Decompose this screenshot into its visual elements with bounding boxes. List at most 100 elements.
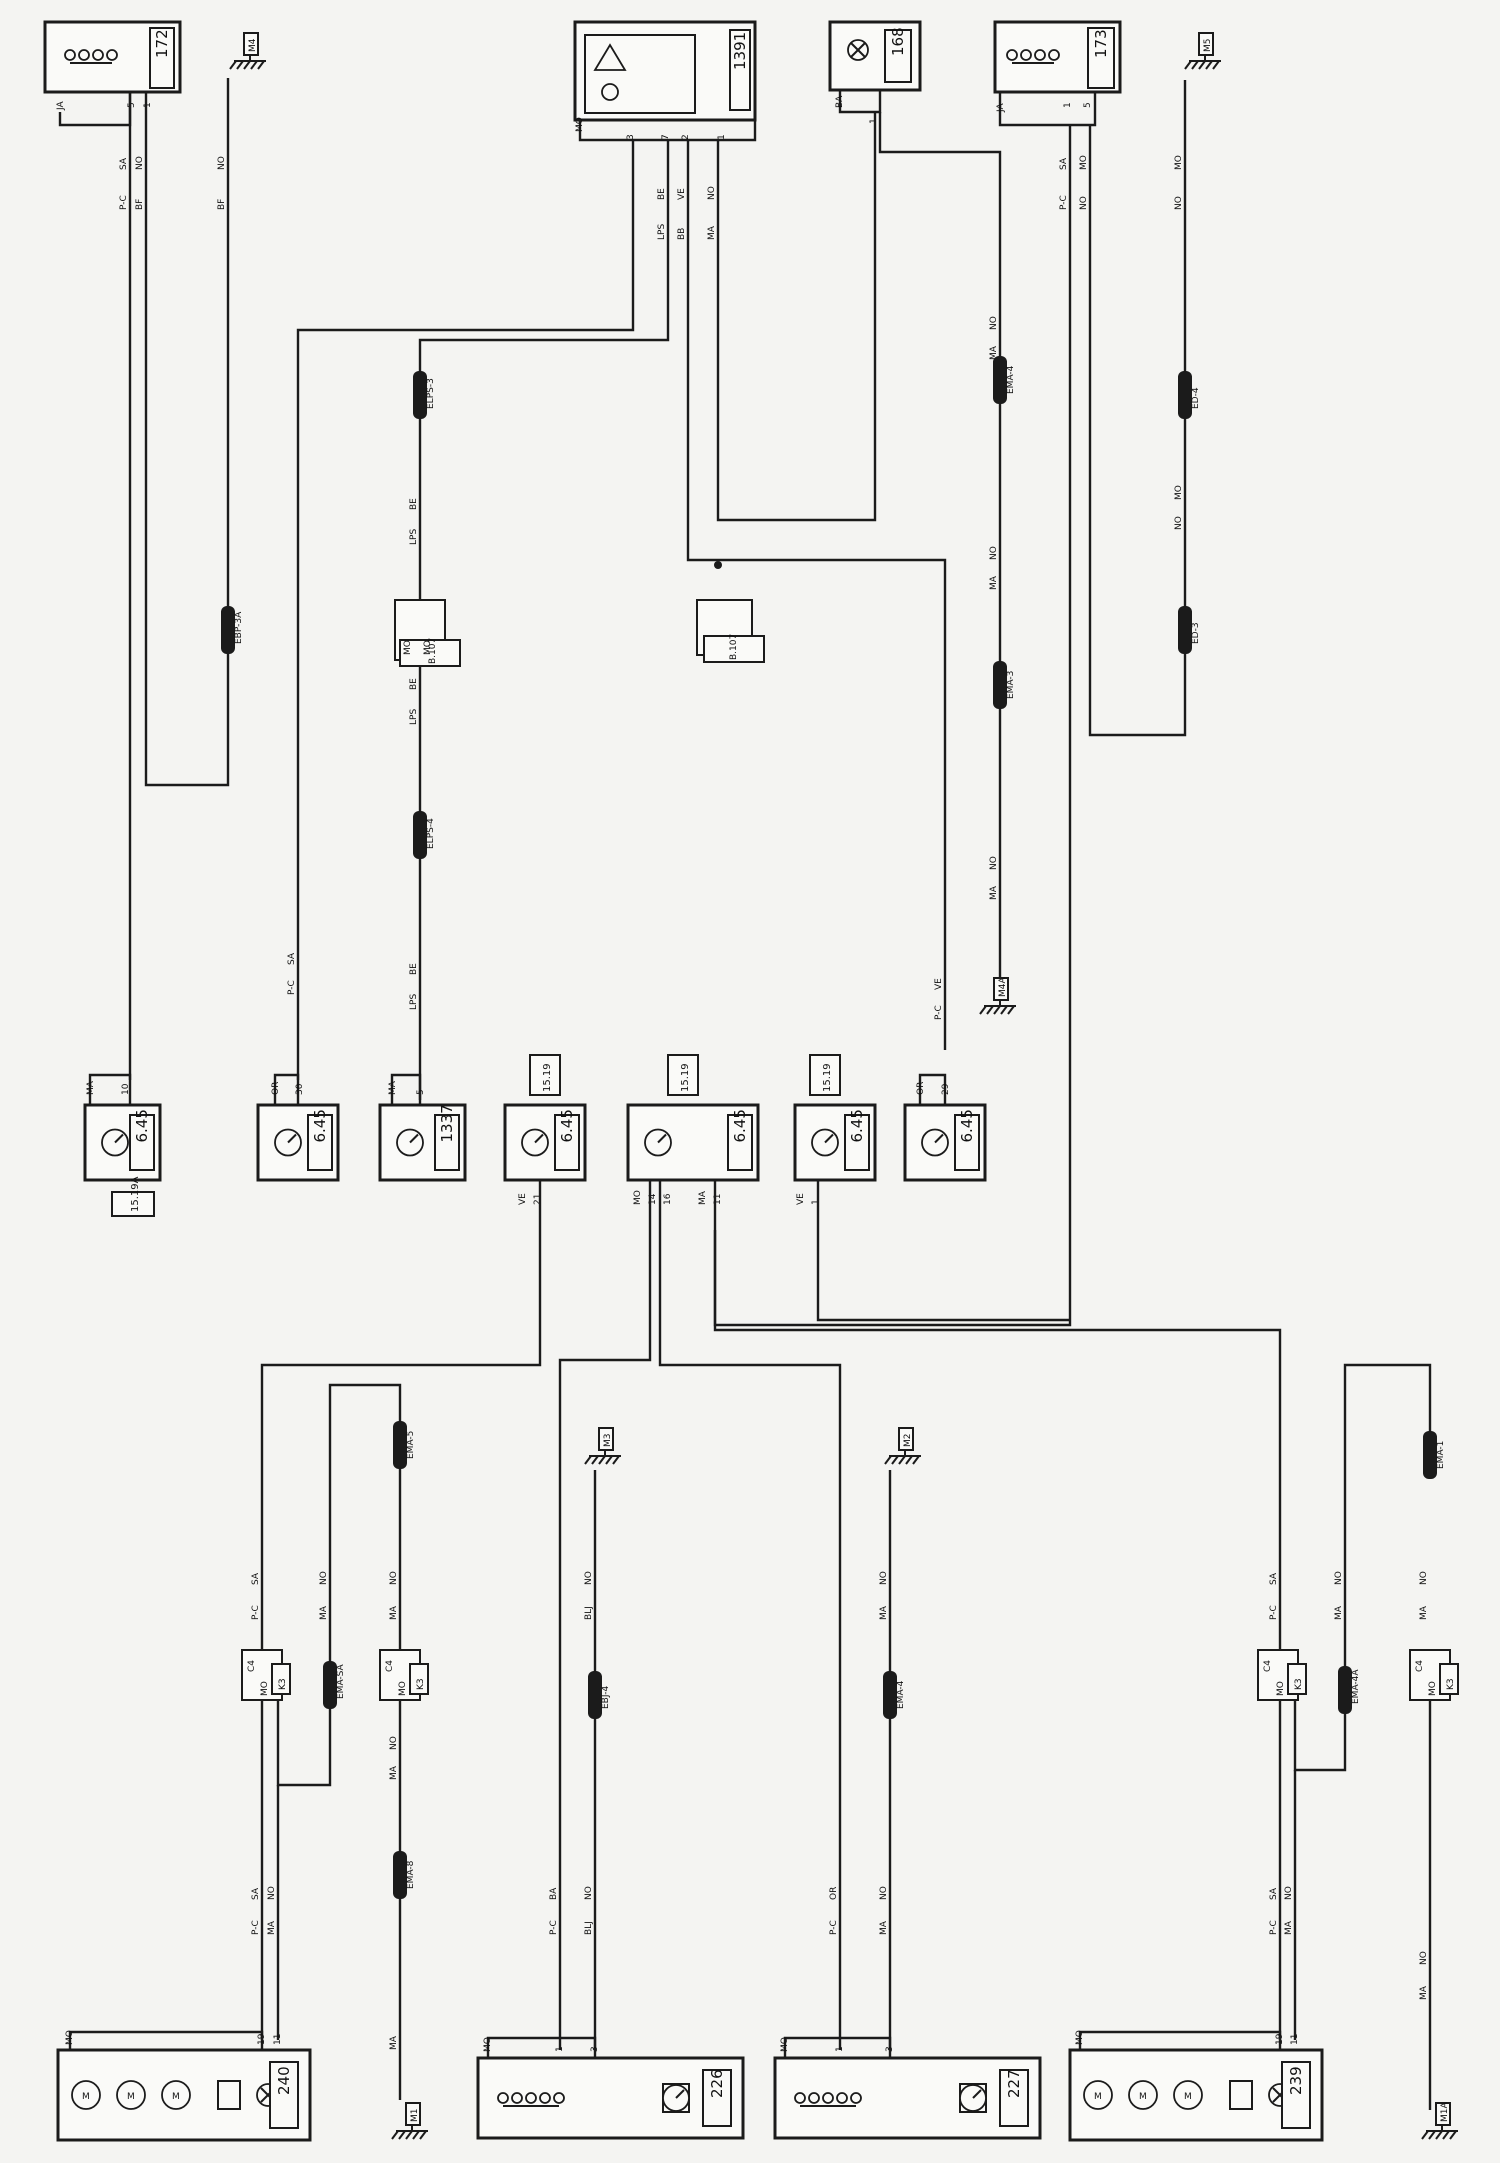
relay-id-text: K3 bbox=[278, 1678, 288, 1690]
wire bbox=[418, 140, 670, 1080]
lamp-icon bbox=[511, 2092, 523, 2104]
connector-label: EMA-1 bbox=[1436, 1441, 1446, 1469]
motor-icon bbox=[71, 2080, 101, 2110]
gauge-icon bbox=[274, 1128, 302, 1157]
connector-label: ED-3 bbox=[1191, 622, 1201, 644]
component-id-box bbox=[884, 29, 912, 83]
wire-label: SA bbox=[287, 952, 297, 965]
connector-body bbox=[1338, 1666, 1352, 1714]
wire-label: BF bbox=[217, 199, 227, 210]
ground-hatch bbox=[1421, 2130, 1429, 2140]
wire-label: 1 bbox=[555, 2046, 565, 2052]
wire bbox=[1088, 80, 1187, 737]
ground-label: M4A bbox=[998, 977, 1008, 997]
wire-label: BA bbox=[835, 95, 845, 108]
ground-hatch bbox=[605, 1455, 613, 1465]
component-645-b: 6.45 bbox=[256, 1103, 340, 1182]
component-168: 168 bbox=[828, 20, 922, 92]
component-226: 226 bbox=[476, 2056, 745, 2140]
connector-label: EMA-8 bbox=[406, 1860, 416, 1889]
component-id-box bbox=[269, 2061, 299, 2129]
wire-label: NO bbox=[989, 316, 999, 330]
connector-ema-3: EMA-3 bbox=[993, 661, 1016, 709]
component-id: 6.45 bbox=[958, 1109, 976, 1142]
ground-m5: M5 bbox=[1184, 32, 1221, 70]
lamp-cluster-icon bbox=[64, 49, 118, 64]
ground-label: M5 bbox=[1203, 39, 1213, 53]
ground-hatch bbox=[1184, 60, 1192, 70]
component-645-f: 6.45 bbox=[903, 1103, 987, 1182]
motor-glyph: M bbox=[82, 2092, 90, 2102]
wire-label: 1 bbox=[1063, 102, 1073, 108]
wire bbox=[273, 1073, 300, 1105]
wire-label: NO bbox=[1334, 1571, 1344, 1585]
ground-m2: M2 bbox=[884, 1427, 921, 1465]
lamp-icon bbox=[92, 49, 104, 61]
wire-label: MA bbox=[707, 225, 717, 240]
wire bbox=[68, 2030, 264, 2050]
ground-hatch bbox=[257, 60, 265, 70]
component-id: 6.45 bbox=[311, 1109, 329, 1142]
wire-label: NO bbox=[1419, 1951, 1429, 1965]
wire-label: 19 bbox=[257, 2033, 267, 2045]
wire-label: MA bbox=[389, 1605, 399, 1620]
wire-label: BE bbox=[409, 678, 419, 690]
ref-box bbox=[529, 1054, 561, 1096]
gauge-icon bbox=[811, 1128, 839, 1157]
wire bbox=[878, 112, 1002, 990]
wire-label: MO bbox=[780, 2037, 790, 2052]
lamp-icon bbox=[808, 2092, 820, 2104]
component-id-box bbox=[999, 2069, 1029, 2127]
wire-label: MO bbox=[423, 640, 433, 655]
wire-label: 3 bbox=[626, 134, 636, 140]
ground-m4: M4 bbox=[229, 32, 266, 70]
wire-label: BE bbox=[409, 498, 419, 510]
ground-hatch bbox=[584, 1455, 592, 1465]
gauge-icon bbox=[959, 2084, 987, 2112]
component-id-box bbox=[729, 29, 751, 111]
component-id: 1337 bbox=[438, 1104, 456, 1142]
wire-label: 2 bbox=[681, 134, 691, 140]
motor-glyph: M bbox=[1094, 2092, 1102, 2102]
lamp-icon bbox=[850, 2092, 862, 2104]
wire-label: MA bbox=[879, 1920, 889, 1935]
lamp-cluster-icon bbox=[497, 2092, 565, 2107]
ground-hatch bbox=[1198, 60, 1206, 70]
component-645-c: 6.45 bbox=[503, 1103, 587, 1182]
component-id-box bbox=[434, 1114, 460, 1171]
ground-hatch bbox=[250, 60, 258, 70]
wire-label: MA bbox=[1419, 1985, 1429, 2000]
wire-label: NO bbox=[319, 1571, 329, 1585]
wire bbox=[58, 92, 132, 127]
wire-label: 1 bbox=[717, 134, 727, 140]
component-id: 1391 bbox=[731, 32, 749, 70]
ground-hatch bbox=[236, 60, 244, 70]
ground-hatch bbox=[979, 1005, 987, 1015]
lamp-icon bbox=[78, 49, 90, 61]
wire-label: MA bbox=[1284, 1920, 1294, 1935]
wire-label: NO bbox=[389, 1571, 399, 1585]
wire-label: 5 bbox=[127, 102, 137, 108]
wire-label: 30 bbox=[295, 1083, 305, 1095]
component-id-box bbox=[702, 2069, 732, 2127]
relay-pin: C4 bbox=[1263, 1660, 1273, 1672]
lamp-icon bbox=[497, 2092, 509, 2104]
wire-label: MO bbox=[1174, 485, 1184, 500]
component-id: 6.45 bbox=[558, 1109, 576, 1142]
junction-b107: B.107 bbox=[394, 599, 461, 667]
wire-label: VE bbox=[518, 1193, 528, 1205]
wire-label: VE bbox=[934, 978, 944, 990]
lamp-icon bbox=[106, 49, 118, 61]
ground-tag bbox=[1435, 2102, 1451, 2126]
ground-hatch bbox=[1205, 60, 1213, 70]
wire-label: OR bbox=[829, 1887, 839, 1900]
ground-hatch bbox=[612, 1455, 620, 1465]
wire bbox=[658, 1180, 842, 2050]
wire bbox=[713, 1180, 1282, 1650]
gauge-needle bbox=[934, 1133, 944, 1144]
wire-label: MO bbox=[483, 2037, 493, 2052]
component-id: 240 bbox=[275, 2066, 293, 2095]
junction-id-box bbox=[703, 635, 765, 663]
wire-label: BB bbox=[677, 228, 687, 240]
